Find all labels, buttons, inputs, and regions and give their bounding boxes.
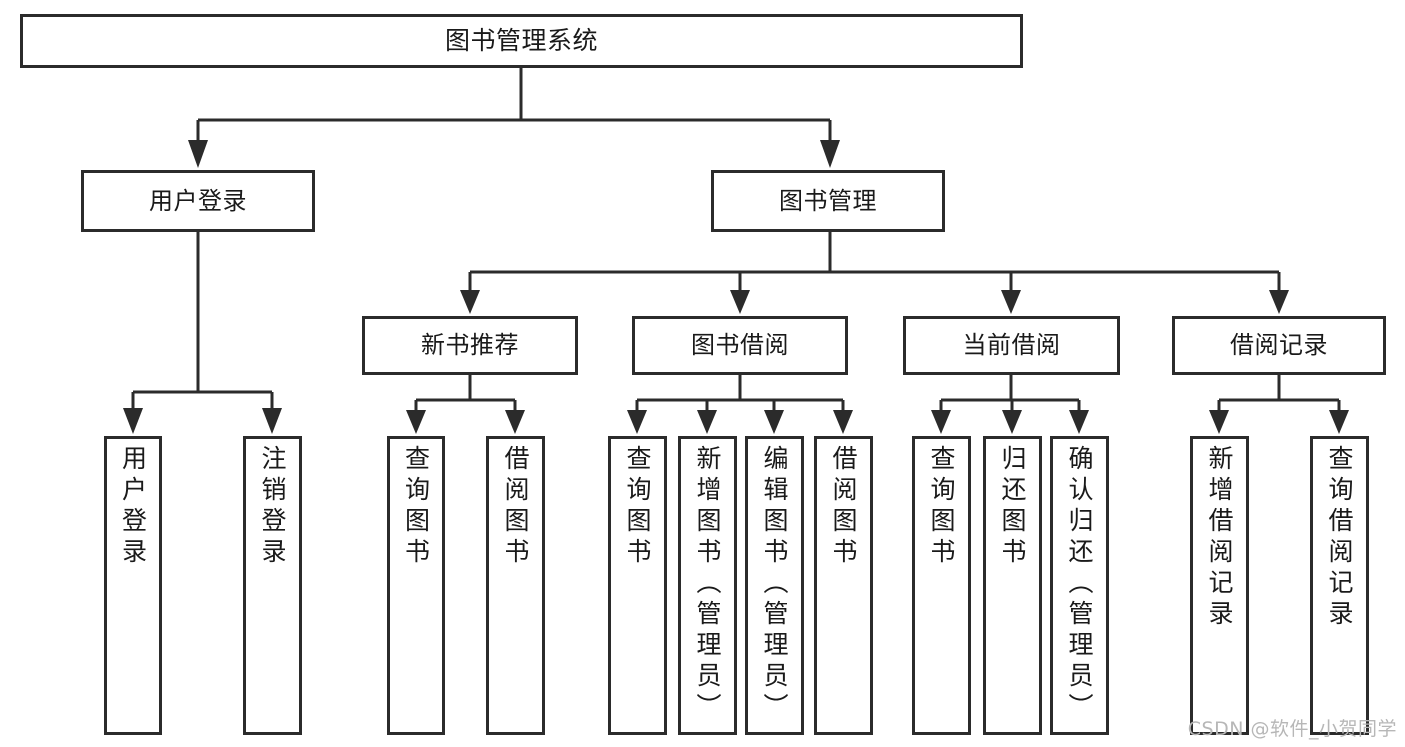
node-label: 查询借阅记录 [1325,445,1354,631]
node-book-borrowing[interactable]: 图书借阅 [632,316,848,375]
node-label: 归还图书 [998,445,1027,569]
edge-user-login-to-leaves [123,232,282,434]
node-leaf-query-book[interactable]: 查询图书 [608,436,667,735]
edge-root-to-level2 [188,68,840,168]
node-leaf-confirm-return-admin[interactable]: 确认归还（管理员） [1050,436,1109,735]
node-label: 当前借阅 [962,331,1061,360]
node-leaf-return-book[interactable]: 归还图书 [983,436,1042,735]
watermark-text: CSDN @软件_小贺同学 [1187,718,1397,740]
node-label: 查询图书 [401,445,431,569]
node-leaf-query-book-current[interactable]: 查询图书 [912,436,971,735]
node-leaf-borrow-book-rec[interactable]: 借阅图书 [486,436,545,735]
node-label: 新增图书（管理员） [693,445,722,724]
node-leaf-borrow-book[interactable]: 借阅图书 [814,436,873,735]
edge-new-book-rec-to-leaves [406,375,525,434]
node-leaf-logout[interactable]: 注销登录 [243,436,302,735]
node-label: 查询图书 [927,445,956,569]
node-leaf-user-login[interactable]: 用户登录 [104,436,162,735]
node-label: 图书管理 [779,186,877,215]
node-root-book-management-system[interactable]: 图书管理系统 [20,14,1023,68]
node-borrowing-record[interactable]: 借阅记录 [1172,316,1386,375]
node-leaf-query-book-rec[interactable]: 查询图书 [387,436,445,735]
node-current-borrowing[interactable]: 当前借阅 [903,316,1120,375]
node-label: 编辑图书（管理员） [760,445,789,724]
node-label: 查询图书 [623,445,652,569]
node-label: 用户登录 [149,186,247,215]
node-label: 借阅记录 [1230,331,1328,360]
edge-current-borrow-to-leaves [931,375,1089,434]
node-label: 新书推荐 [421,331,519,360]
node-label: 图书借阅 [691,331,789,360]
edge-book-mgmt-to-level3 [460,232,1289,314]
node-leaf-add-book-admin[interactable]: 新增图书（管理员） [678,436,737,735]
node-label: 确认归还（管理员） [1065,445,1094,724]
node-label: 借阅图书 [829,445,858,569]
node-user-login[interactable]: 用户登录 [81,170,315,232]
node-label: 图书管理系统 [444,26,598,56]
node-label: 用户登录 [118,445,148,569]
node-label: 注销登录 [258,445,287,569]
node-leaf-edit-book-admin[interactable]: 编辑图书（管理员） [745,436,804,735]
node-new-book-recommendation[interactable]: 新书推荐 [362,316,578,375]
node-label: 新增借阅记录 [1205,445,1234,631]
edge-book-borrow-to-leaves [627,375,853,434]
edge-borrow-record-to-leaves [1209,375,1349,434]
node-book-management[interactable]: 图书管理 [711,170,945,232]
node-label: 借阅图书 [501,445,530,569]
node-leaf-add-borrow-record[interactable]: 新增借阅记录 [1190,436,1249,735]
node-leaf-query-borrow-record[interactable]: 查询借阅记录 [1310,436,1369,735]
